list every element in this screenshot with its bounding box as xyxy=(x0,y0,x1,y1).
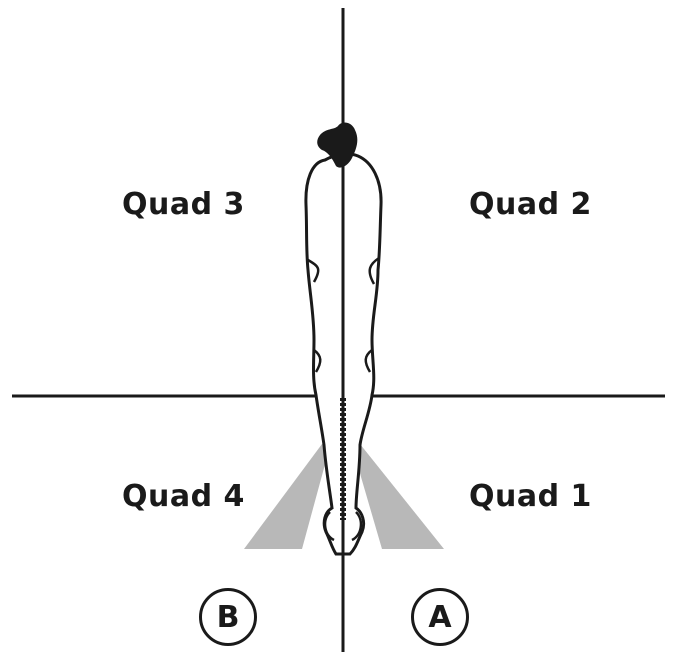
body-segment-upper-right xyxy=(368,256,380,285)
quad-4-label: Quad 4 xyxy=(122,479,245,514)
shade-wedge-left xyxy=(244,444,330,549)
hind-hooves xyxy=(323,511,363,542)
quad-3-label: Quad 3 xyxy=(122,187,245,222)
quad-2-label: Quad 2 xyxy=(469,187,592,222)
shade-wedge-right xyxy=(352,444,444,549)
body-segment-upper xyxy=(307,258,320,283)
marker-b: B xyxy=(199,588,257,646)
body-segment-mid-right xyxy=(364,349,373,373)
quad-1-label: Quad 1 xyxy=(469,479,592,514)
head xyxy=(317,122,358,168)
body-segment-mid xyxy=(313,349,322,373)
marker-a: A xyxy=(411,588,469,646)
